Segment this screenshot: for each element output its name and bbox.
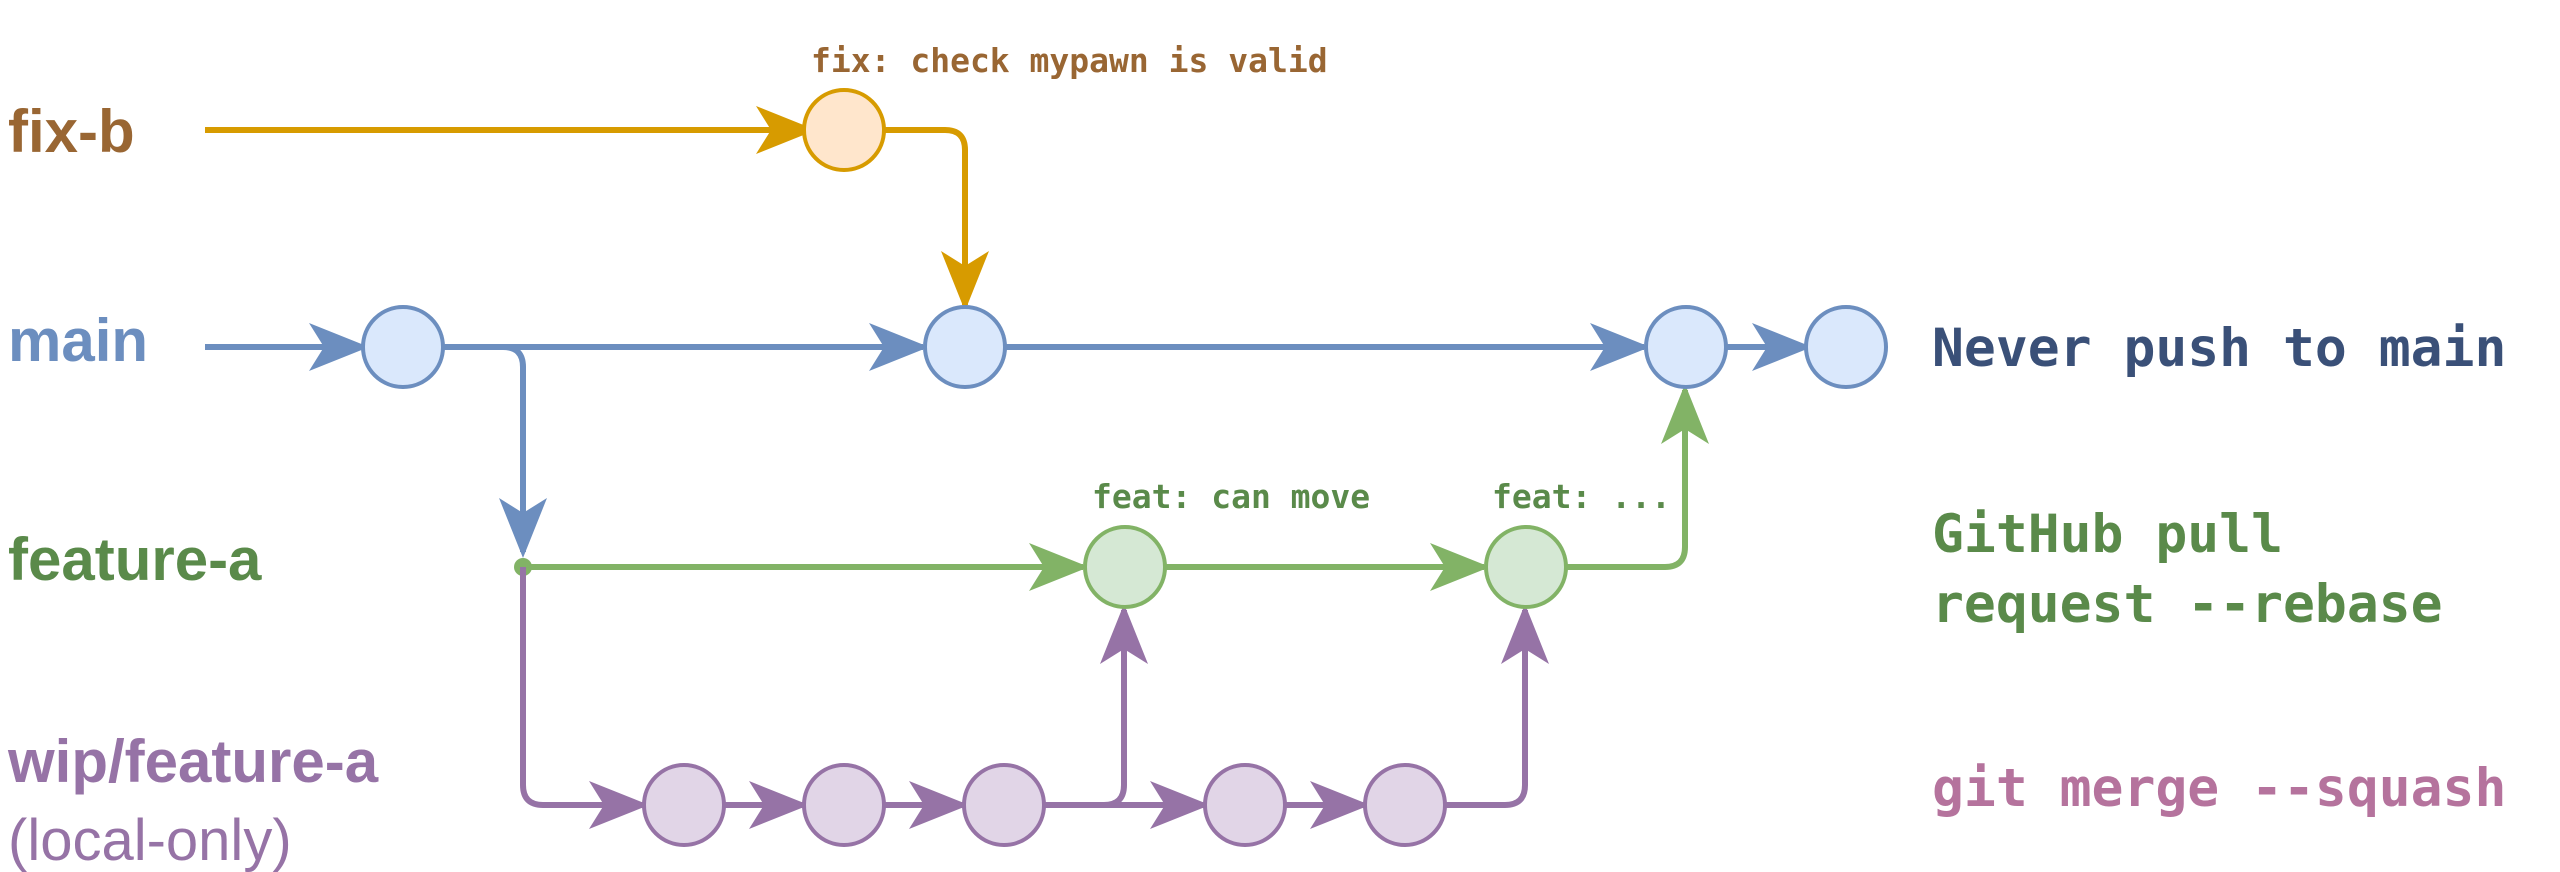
wip-commit-node: [962, 763, 1046, 847]
commit-message-fix: fix: check mypawn is valid: [811, 41, 1328, 80]
feature-rebase-edge: [1566, 384, 1709, 570]
main-commit-node: [361, 305, 445, 389]
main-commit-node: [923, 305, 1007, 389]
branch-label-main: main: [8, 307, 148, 374]
wip-commit-node: [1203, 763, 1287, 847]
commit-message-feat-more: feat: ...: [1492, 477, 1671, 516]
main-commit-node: [1644, 305, 1728, 389]
wip-commit-node: [802, 763, 886, 847]
wip-edge-in: [520, 567, 649, 829]
commit-message-feat-move: feat: can move: [1092, 477, 1370, 516]
note-pull-request-line-1: GitHub pull: [1932, 504, 2283, 565]
note-main: Never push to main: [1932, 318, 2506, 379]
feature-branch-off-edge: [443, 344, 547, 558]
branch-note-local-only: (local-only): [8, 808, 292, 872]
wip-squash-edge-1: [1044, 604, 1148, 808]
note-squash: git merge --squash: [1932, 758, 2506, 819]
note-pull-request-line-2: request --rebase: [1932, 574, 2443, 635]
branch-label-wip: wip/feature-a: [7, 728, 379, 795]
fix-commit-node: [802, 88, 886, 172]
feature-a-edges: [523, 384, 1709, 591]
feature-commit-node: [1484, 525, 1568, 609]
wip-commit-node: [1363, 763, 1447, 847]
branch-label-feature-a: feature-a: [8, 526, 262, 593]
main-edges: [205, 323, 1812, 558]
wip-edges: [520, 567, 1549, 829]
main-commit-node: [1804, 305, 1888, 389]
branch-label-fix-b: fix-b: [8, 98, 135, 165]
fix-b-merge-edge: [883, 127, 989, 311]
feature-commit-node: [1083, 525, 1167, 609]
wip-squash-edge-2: [1445, 604, 1549, 808]
wip-commit-node: [642, 763, 726, 847]
fix-b-edges: [205, 106, 989, 311]
